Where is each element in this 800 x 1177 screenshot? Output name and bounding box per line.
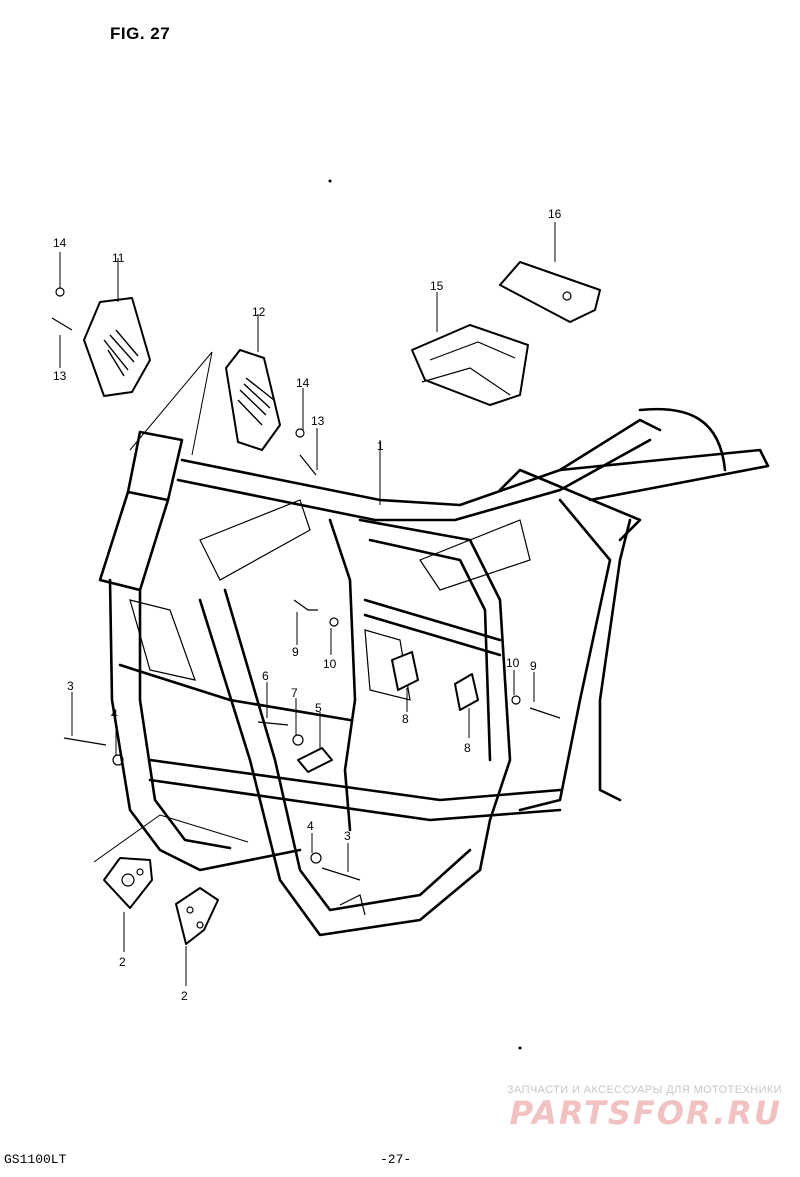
part-11-plate: [83, 297, 151, 397]
callout-8a: 8: [402, 712, 409, 726]
callout-4a: 4: [111, 707, 118, 721]
callout-13b: 13: [311, 414, 325, 428]
part-2-plate-b: [175, 887, 219, 945]
part-15-tray: [411, 324, 529, 406]
watermark: ЗАПЧАСТИ И АКСЕССУАРЫ ДЛЯ МОТОТЕХНИКИ PA…: [507, 1084, 782, 1130]
callout-14a: 14: [53, 236, 67, 250]
part-16-cover: [499, 261, 601, 323]
part-2-plate-a: [103, 857, 153, 909]
callout-4b: 4: [307, 819, 314, 833]
callout-5: 5: [315, 701, 322, 715]
callout-12: 12: [252, 305, 266, 319]
callout-3b: 3: [344, 829, 351, 843]
callout-2b: 2: [181, 989, 188, 1003]
leader-lines: [59, 222, 556, 986]
callout-6: 6: [262, 669, 269, 683]
part-12-plate: [225, 349, 281, 451]
callout-9a: 9: [292, 645, 299, 659]
callout-7: 7: [291, 686, 298, 700]
model-code: GS1100LT: [4, 1152, 67, 1167]
callout-13a: 13: [53, 369, 67, 383]
watermark-brand: PARTSFOR.RU: [509, 1094, 782, 1132]
callout-15: 15: [430, 279, 444, 293]
callout-10b: 10: [506, 656, 520, 670]
callout-2a: 2: [119, 955, 126, 969]
small-hardware: [51, 287, 561, 881]
callout-labels: 16 15 14 11 13 12 14 13 1 9 10 10 9 3 4 …: [53, 207, 562, 1003]
callout-9b: 9: [530, 659, 537, 673]
callout-1: 1: [377, 439, 384, 453]
callout-14b: 14: [296, 376, 310, 390]
callout-3a: 3: [67, 679, 74, 693]
main-frame: [98, 407, 770, 937]
callout-8b: 8: [464, 741, 471, 755]
page-number: -27-: [380, 1152, 412, 1167]
figure-title: FIG. 27: [110, 24, 171, 43]
callout-10a: 10: [323, 657, 337, 671]
callout-16: 16: [548, 207, 562, 221]
watermark-tagline: ЗАПЧАСТИ И АКСЕССУАРЫ ДЛЯ МОТОТЕХНИКИ: [506, 1084, 782, 1096]
callout-11: 11: [112, 251, 125, 265]
